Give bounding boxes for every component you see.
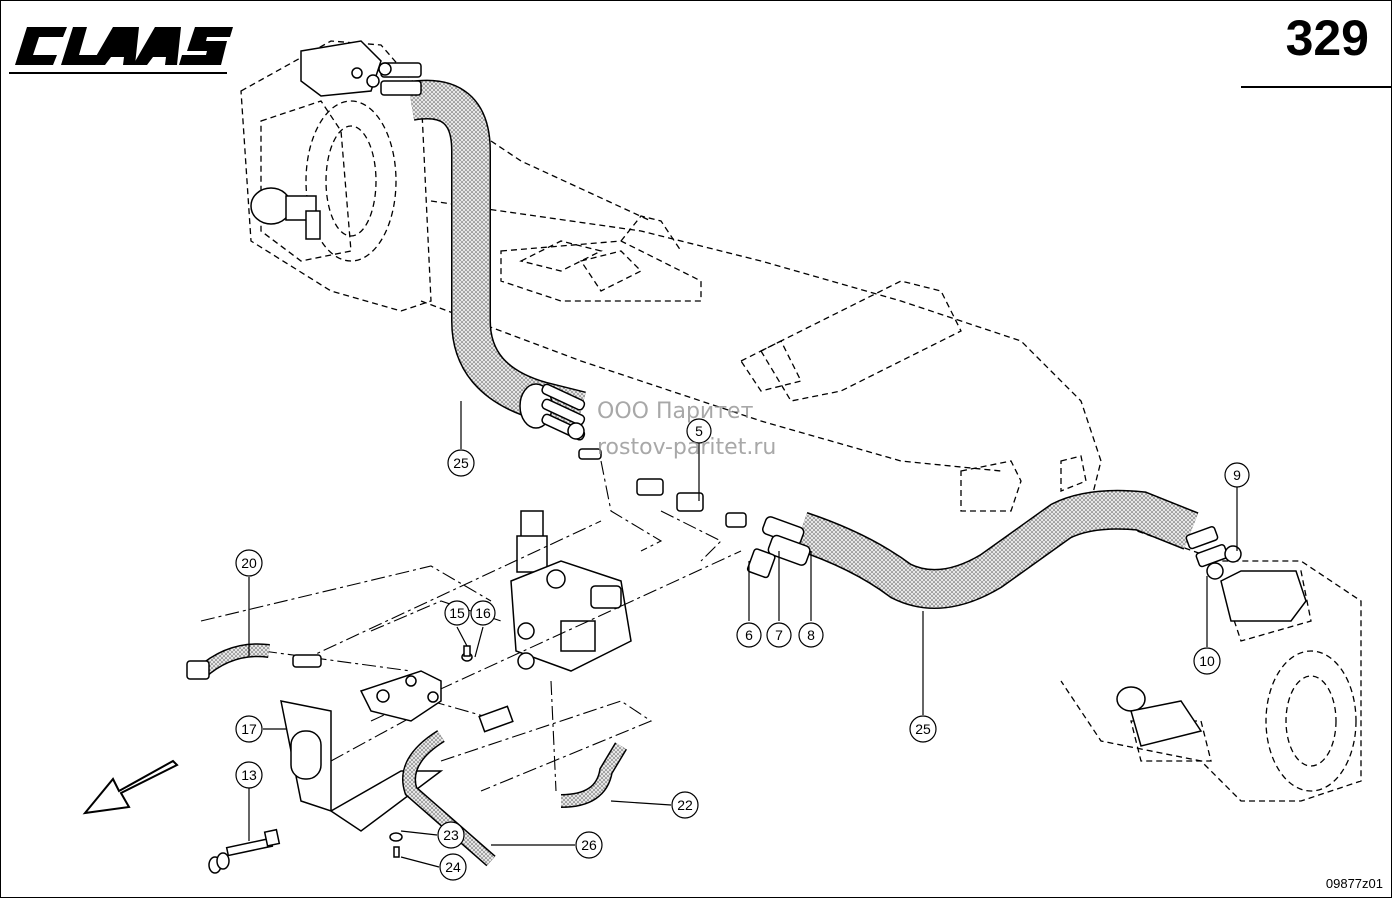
manifold-block: [359, 670, 514, 733]
callout-24: [439, 853, 467, 881]
control-valve-block: [510, 510, 632, 672]
watermark-company: ООО Паритет: [597, 399, 754, 424]
callout-label: 23: [443, 827, 459, 843]
callout-5: [686, 418, 712, 444]
axle-housing: [240, 40, 1362, 802]
screw-assembly: [208, 645, 473, 874]
callout-25-upper: [447, 449, 475, 477]
callout-label: 25: [453, 455, 469, 471]
watermark-url: rostov-paritet.ru: [597, 435, 777, 460]
callout-7: [766, 622, 792, 648]
callout-label: 7: [775, 627, 783, 643]
callout-label: 15: [449, 605, 465, 621]
callout-9: [1224, 462, 1250, 488]
callout-25-lower: [909, 715, 937, 743]
page-number: 329: [1285, 10, 1369, 66]
document-code: 09877z01: [1325, 876, 1383, 891]
callout-16: [470, 600, 496, 626]
assembly-lines: [200, 460, 742, 792]
callout-22: [671, 791, 699, 819]
callout-label: 5: [695, 423, 703, 439]
claas-logo: [9, 27, 233, 74]
leader-lines: [248, 401, 1238, 868]
callout-15: [444, 600, 470, 626]
callout-label: 13: [241, 767, 257, 783]
direction-arrow: [82, 759, 179, 815]
callout-label: 6: [745, 627, 753, 643]
callout-6: [736, 622, 762, 648]
callout-label: 26: [581, 837, 597, 853]
callout-label: 10: [1199, 653, 1215, 669]
callout-label: 17: [241, 721, 257, 737]
callout-26: [575, 831, 603, 859]
hose-fittings-center: [519, 383, 811, 579]
callout-13: [235, 761, 263, 789]
hose-fittings-top: [351, 62, 422, 96]
callout-label: 16: [475, 605, 491, 621]
callout-label: 25: [915, 721, 931, 737]
callout-23: [437, 821, 465, 849]
callout-label: 24: [445, 859, 461, 875]
callout-17: [235, 715, 263, 743]
cylinder-right: [1116, 570, 1307, 747]
callout-label: 22: [677, 797, 693, 813]
cylinder-left: [250, 40, 382, 240]
callout-label: 8: [807, 627, 815, 643]
callouts: [235, 418, 1250, 881]
callout-8: [798, 622, 824, 648]
callout-10: [1193, 647, 1221, 675]
hose-fittings-right: [1185, 526, 1242, 580]
callout-label: 20: [241, 555, 257, 571]
callout-20: [235, 549, 263, 577]
callout-label: 9: [1233, 467, 1241, 483]
